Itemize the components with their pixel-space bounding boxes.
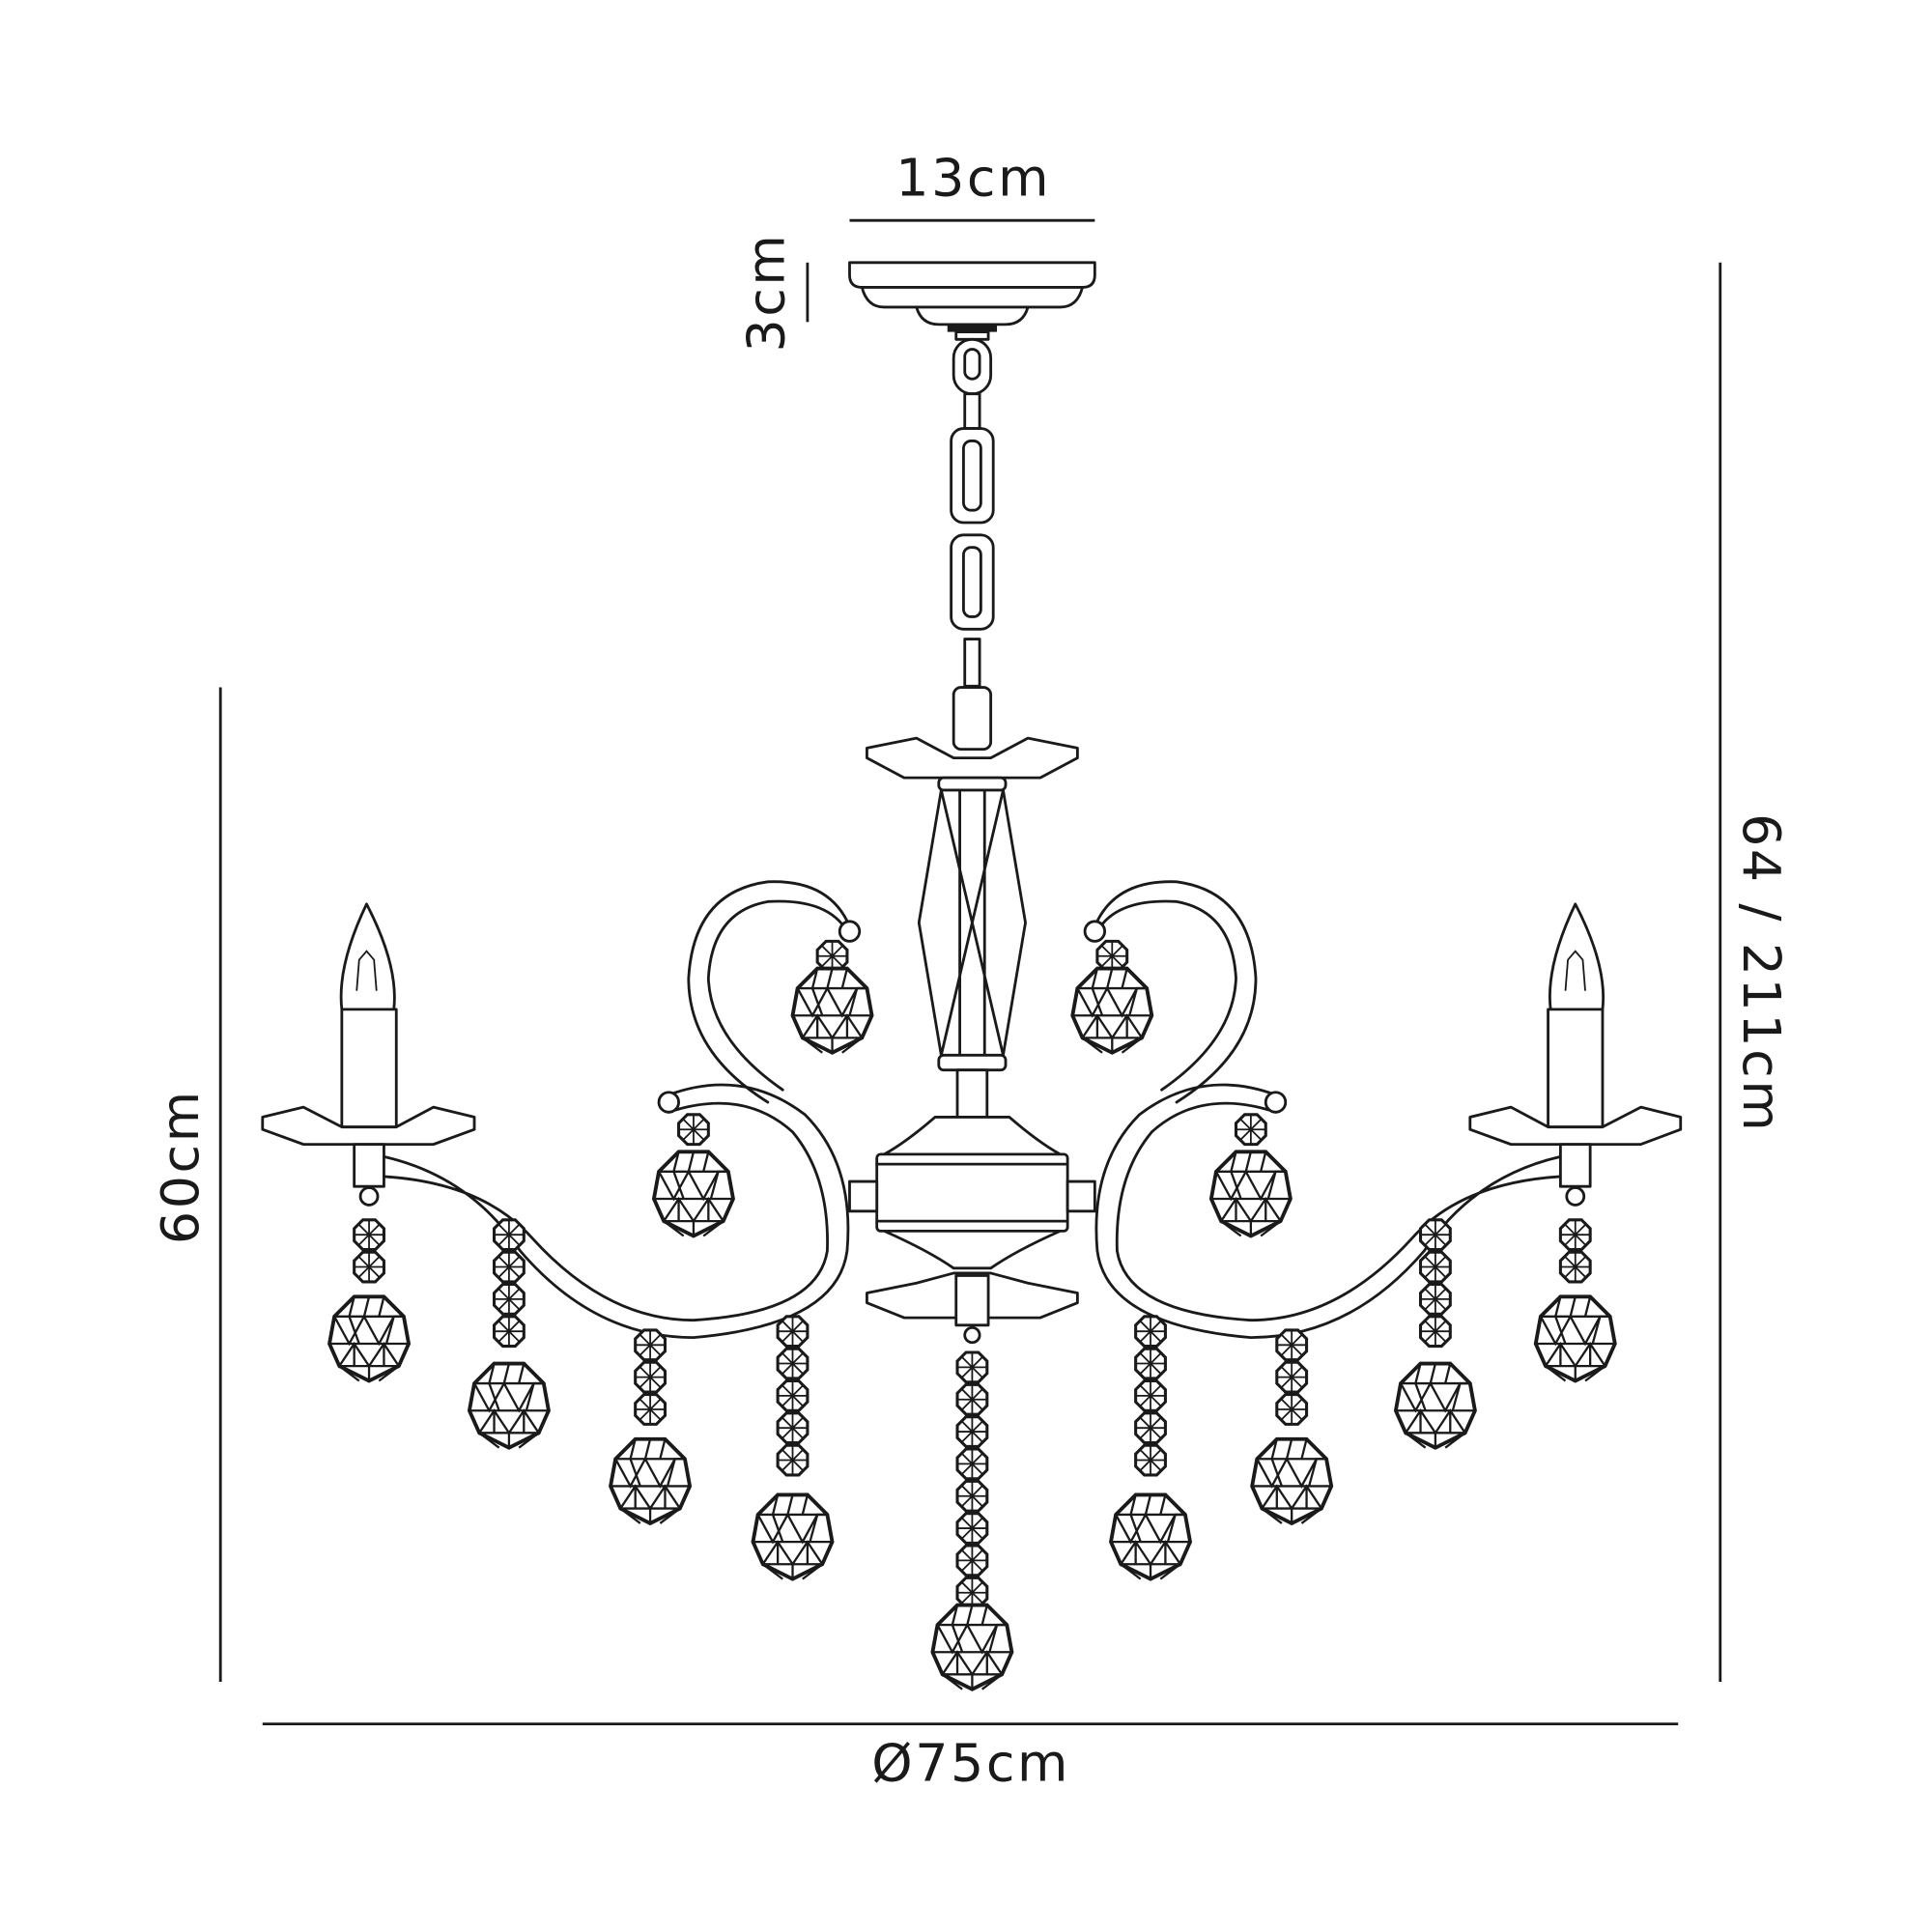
canopy-height-label: 3cm: [736, 233, 797, 353]
central-column: [848, 686, 1096, 1345]
candle-arm-right: [1468, 902, 1683, 1207]
crystal-drop: [1393, 1218, 1477, 1450]
candle-arm-left: [261, 902, 476, 1207]
canopy-width-label: 13cm: [895, 148, 1051, 209]
crystal-drop: [1533, 1218, 1617, 1383]
dimension-annotations: 13cm 3cm 60cm 64 / 211cm Ø75cm: [150, 148, 1792, 1794]
crystal-drop: [790, 939, 874, 1055]
diameter-label: Ø75cm: [871, 1733, 1070, 1794]
crystal-drop: [1109, 1315, 1192, 1581]
ceiling-canopy: [848, 261, 1096, 341]
body-height-label: 60cm: [150, 1089, 211, 1244]
suspension-chain: [950, 337, 995, 688]
crystal-drop-center: [930, 1350, 1014, 1691]
crystal-drop: [751, 1315, 835, 1581]
crystal-drop: [1208, 1113, 1293, 1238]
crystal-drop: [327, 1218, 412, 1383]
crystal-drop: [609, 1328, 693, 1525]
crystal-drop: [652, 1113, 735, 1238]
crystal-drop: [1070, 939, 1154, 1055]
overall-height-label: 64 / 211cm: [1731, 813, 1792, 1133]
crystal-drop: [1250, 1328, 1334, 1525]
crystal-drop: [467, 1218, 551, 1450]
